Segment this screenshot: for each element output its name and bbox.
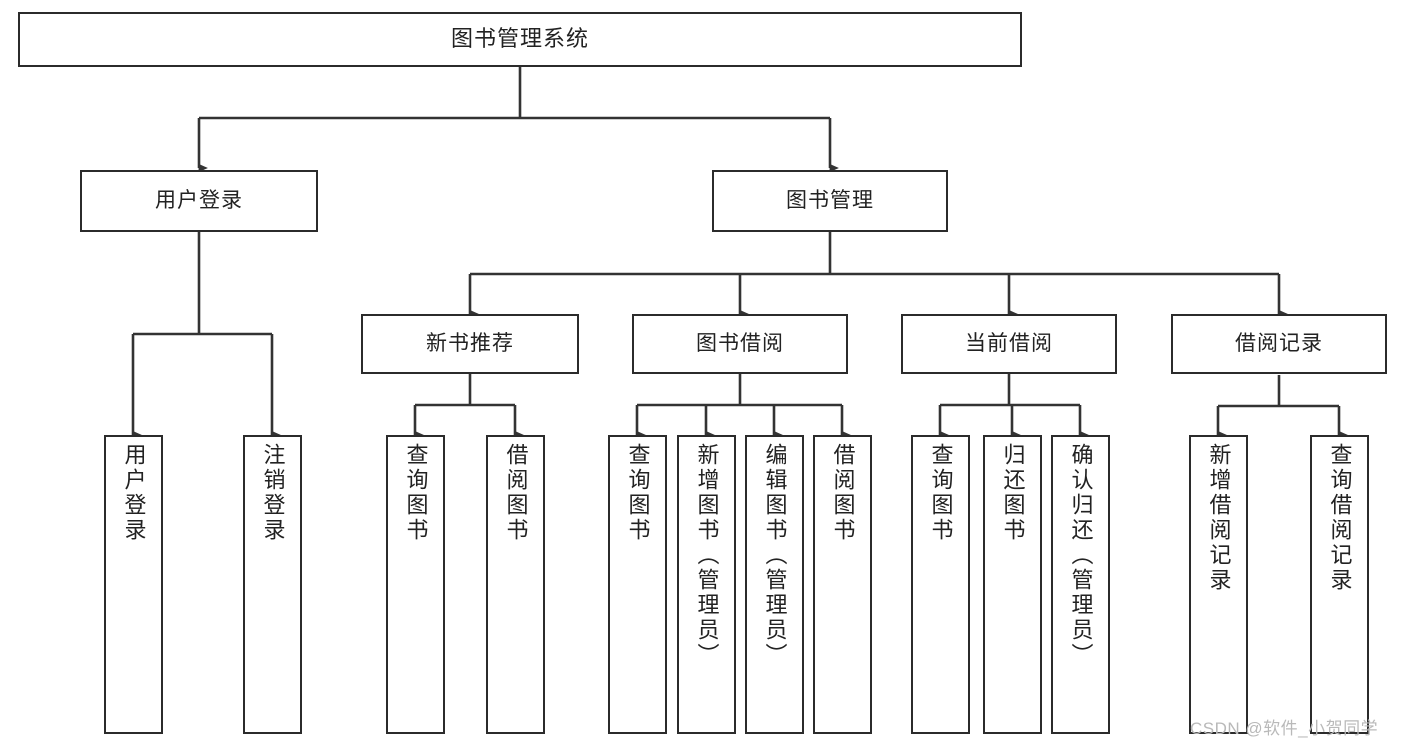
leaf-query-book-current[interactable]: 查询图书 — [911, 435, 970, 734]
node-label: 查询借阅记录 — [1327, 443, 1353, 593]
node-label: 借阅记录 — [1235, 332, 1323, 356]
leaf-logout-login[interactable]: 注销登录 — [243, 435, 302, 734]
leaf-user-login[interactable]: 用户登录 — [104, 435, 163, 734]
leaf-edit-book-admin[interactable]: 编辑图书（管理员） — [745, 435, 804, 734]
node-label: 确认归还（管理员） — [1068, 443, 1094, 668]
node-label: 新增图书（管理员） — [694, 443, 720, 668]
node-label: 图书管理系统 — [450, 26, 589, 52]
node-label: 查询图书 — [625, 443, 651, 543]
node-label: 当前借阅 — [965, 332, 1053, 356]
node-label: 查询图书 — [403, 443, 429, 543]
node-label: 新增借阅记录 — [1206, 443, 1232, 593]
csdn-watermark: CSDN @软件_小贺同学 — [1190, 719, 1379, 738]
leaf-return-book[interactable]: 归还图书 — [983, 435, 1042, 734]
node-label: 查询图书 — [928, 443, 954, 543]
node-label: 编辑图书（管理员） — [762, 443, 788, 668]
leaf-add-borrow-record[interactable]: 新增借阅记录 — [1189, 435, 1248, 734]
node-label: 借阅图书 — [503, 443, 529, 543]
node-label: 借阅图书 — [830, 443, 856, 543]
node-label: 用户登录 — [155, 189, 243, 213]
node-book-management[interactable]: 图书管理 — [712, 170, 948, 232]
node-borrow-records[interactable]: 借阅记录 — [1171, 314, 1387, 374]
leaf-borrow-book[interactable]: 借阅图书 — [813, 435, 872, 734]
leaf-add-book-admin[interactable]: 新增图书（管理员） — [677, 435, 736, 734]
node-label: 注销登录 — [260, 443, 286, 543]
leaf-query-book-recommend[interactable]: 查询图书 — [386, 435, 445, 734]
node-user-login[interactable]: 用户登录 — [80, 170, 318, 232]
node-book-borrow[interactable]: 图书借阅 — [632, 314, 848, 374]
node-new-book-recommend[interactable]: 新书推荐 — [361, 314, 579, 374]
node-label: 图书管理 — [786, 189, 874, 213]
leaf-confirm-return-admin[interactable]: 确认归还（管理员） — [1051, 435, 1110, 734]
node-label: 新书推荐 — [426, 332, 514, 356]
node-label: 归还图书 — [1000, 443, 1026, 543]
node-label: 图书借阅 — [696, 332, 784, 356]
leaf-query-borrow-record[interactable]: 查询借阅记录 — [1310, 435, 1369, 734]
node-current-borrow[interactable]: 当前借阅 — [901, 314, 1117, 374]
node-label: 用户登录 — [121, 443, 147, 543]
node-root[interactable]: 图书管理系统 — [18, 12, 1022, 67]
leaf-borrow-book-recommend[interactable]: 借阅图书 — [486, 435, 545, 734]
leaf-query-book-borrow[interactable]: 查询图书 — [608, 435, 667, 734]
